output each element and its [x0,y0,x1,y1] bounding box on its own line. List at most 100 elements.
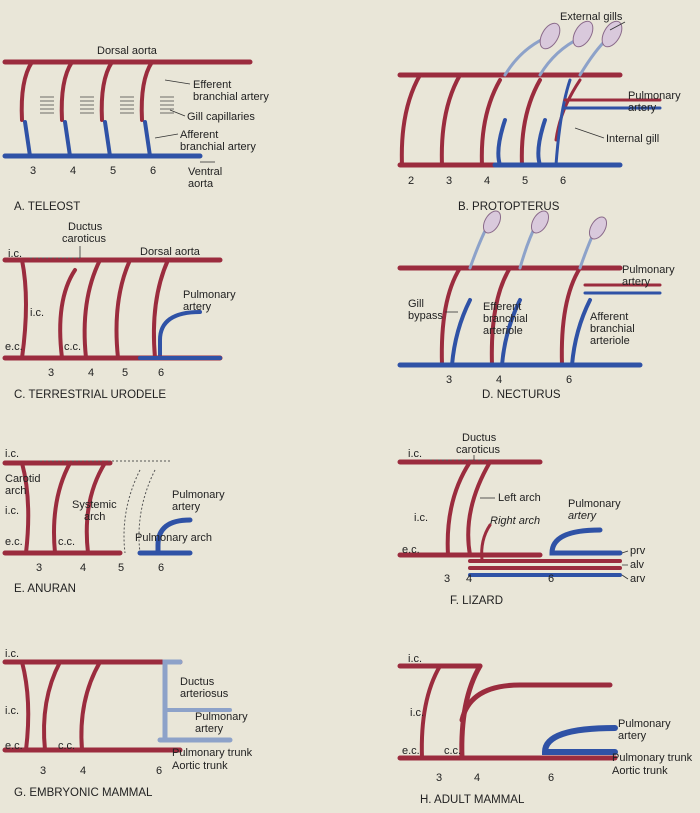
label-ic-2: i.c. [5,705,19,717]
arch-num: 6 [560,175,566,187]
pulm-line1: Pulmonary [568,498,621,510]
arch-num: 6 [548,772,554,784]
afferent-line1: Afferent [180,129,218,141]
label-gill-capillaries: Gill capillaries [187,111,255,123]
label-cc: c.c. [58,740,75,752]
caption-embryonic: G. EMBRYONIC MAMMAL [14,787,153,799]
pulm-line2: artery [183,301,212,313]
label-prv: prv [630,545,646,557]
eff-line3: arteriole [483,325,523,337]
arch-num: 3 [444,573,450,585]
caption-urodele: C. TERRESTRIAL URODELE [14,389,166,401]
label-ic-2: i.c. [414,512,428,524]
label-ec: e.c. [402,544,420,556]
label-ic: i.c. [8,248,22,260]
pulm-line1: Pulmonary [622,264,675,276]
label-external-gills: External gills [560,11,623,23]
arch-num: 5 [122,367,128,379]
caption-lizard: F. LIZARD [450,595,503,607]
arch-num: 4 [80,562,86,574]
pulm-line1: Pulmonary [172,489,225,501]
label-ic: i.c. [5,448,19,460]
arch-num: 6 [566,374,572,386]
bypass-line2: bypass [408,310,443,322]
arch-num: 5 [110,165,116,177]
pulm-line2: artery [622,276,651,288]
efferent-line2: branchial artery [193,91,269,103]
pulm-line2: artery [195,723,224,735]
pulm-line1: Pulmonary [628,90,681,102]
ductus-line2: arteriosus [180,688,229,700]
pulm-line1: Pulmonary [618,718,671,730]
label-ec: e.c. [402,745,420,757]
arch-num: 4 [484,175,490,187]
arch-num: 4 [496,374,502,386]
pulm-line1: Pulmonary [195,711,248,723]
label-arv: arv [630,573,646,585]
pulm-line2: artery [628,102,657,114]
arch-num: 4 [474,772,480,784]
arch-num: 6 [158,562,164,574]
arch-num: 6 [150,165,156,177]
efferent-line1: Efferent [193,79,231,91]
carotid-line2: arch [5,485,26,497]
label-ec: e.c. [5,740,23,752]
label-right-arch: Right arch [490,515,540,527]
arch-num: 3 [446,175,452,187]
label-left-arch: Left arch [498,492,541,504]
label-cc: c.c. [58,536,75,548]
label-pulm-trunk: Pulmonary trunk [172,747,253,759]
label-dorsal-aorta: Dorsal aorta [140,246,201,258]
ductus-line2: caroticus [456,444,501,456]
ventral-line2: aorta [188,178,214,190]
arch-num: 5 [118,562,124,574]
arch-num: 3 [36,562,42,574]
caption-anuran: E. ANURAN [14,583,76,595]
arch-num: 4 [88,367,94,379]
arch-num: 5 [522,175,528,187]
arch-num: 3 [30,165,36,177]
arch-num: 6 [548,573,554,585]
arch-num: 4 [70,165,76,177]
sys-line2: arch [84,511,105,523]
label-alv: alv [630,559,645,571]
label-ic-2: i.c. [5,505,19,517]
pulm-line2: artery [618,730,647,742]
ventral-line1: Ventral [188,166,222,178]
label-ec: e.c. [5,341,23,353]
pulm-line2: artery [568,510,598,522]
arch-num: 3 [436,772,442,784]
label-cc: c.c. [444,745,461,757]
arch-num: 3 [48,367,54,379]
ductus-line1: Ductus [462,432,497,444]
afferent-line2: branchial artery [180,141,256,153]
label-dorsal-aorta: Dorsal aorta [97,45,158,57]
label-ic: i.c. [5,648,19,660]
arch-num: 3 [40,765,46,777]
label-aortic-trunk: Aortic trunk [612,765,668,777]
bypass-line1: Gill [408,298,424,310]
ductus-line1: Ductus [68,221,103,233]
